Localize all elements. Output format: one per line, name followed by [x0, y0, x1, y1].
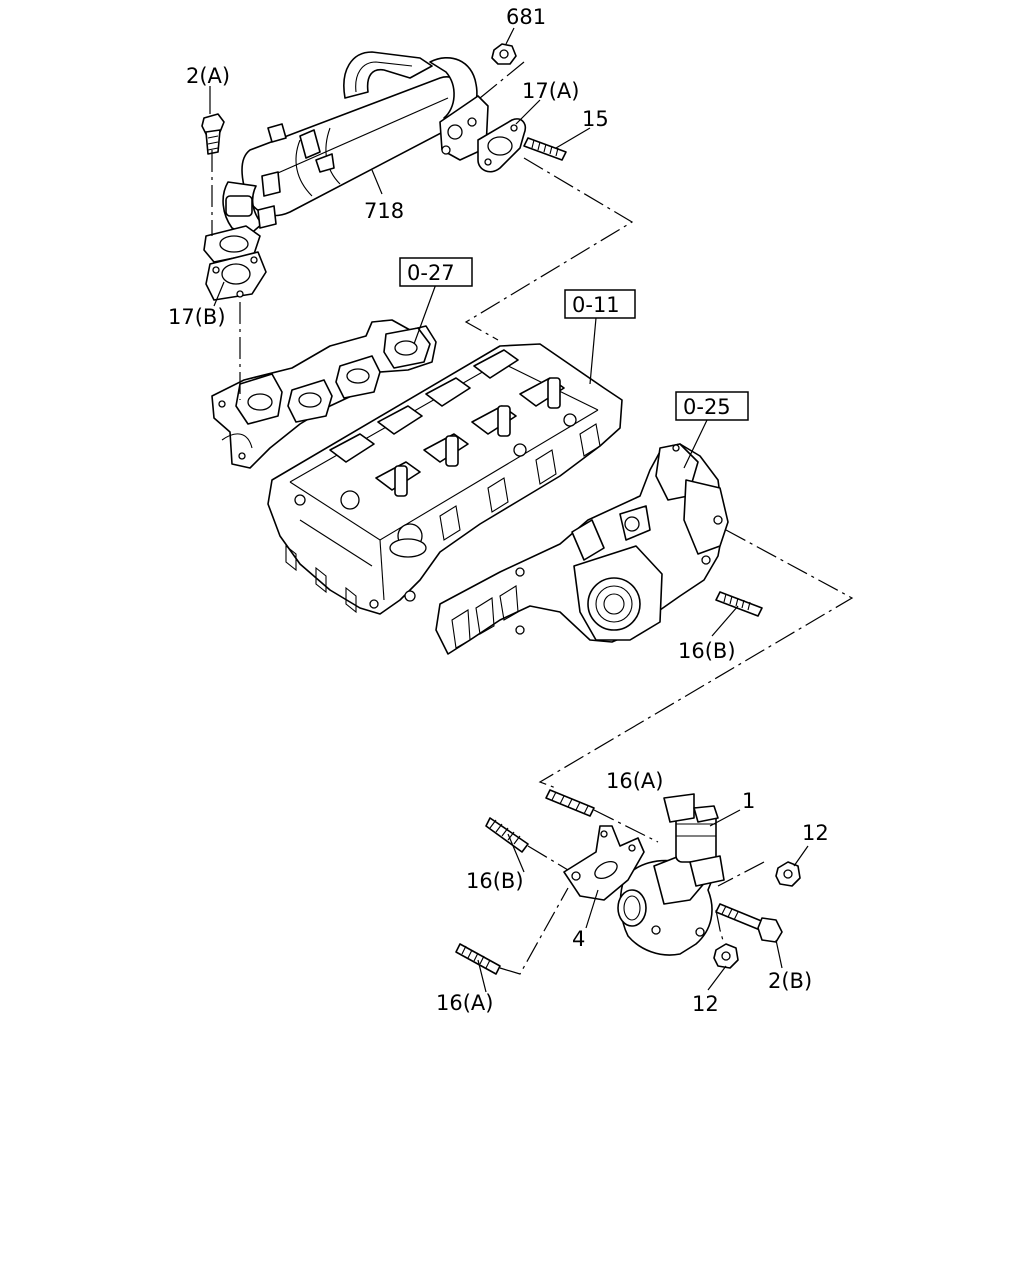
- assembly-lines: [211, 61, 854, 975]
- label-17a: 17(A): [522, 79, 579, 103]
- stud-16b-lower: [485, 817, 529, 853]
- stud-15: [523, 137, 567, 161]
- leader-lines: [209, 27, 809, 993]
- label-12-bottom: 12: [692, 992, 719, 1016]
- exhaust-manifold: [211, 319, 437, 469]
- label-2b: 2(B): [768, 969, 812, 993]
- label-16a-top: 16(A): [606, 769, 663, 793]
- stud-16a-bottom: [455, 943, 501, 975]
- ref-label-0-25: 0-25: [683, 395, 731, 419]
- label-718: 718: [364, 199, 404, 223]
- stud-16b-upper: [715, 591, 763, 617]
- nut-12-right: [775, 861, 801, 887]
- label-16b-lower: 16(B): [466, 869, 524, 893]
- ref-box-0-25: 0-25: [675, 391, 749, 421]
- label-15: 15: [582, 107, 609, 131]
- bolt-2b: [715, 903, 783, 943]
- ref-box-0-11: 0-11: [564, 289, 636, 319]
- label-16a-bottom: 16(A): [436, 991, 493, 1015]
- gasket-4: [563, 825, 645, 901]
- nut-12-bottom: [713, 943, 739, 969]
- egr-valve: [617, 793, 725, 956]
- label-681: 681: [506, 5, 546, 29]
- stud-16a-top: [545, 789, 595, 817]
- label-17b: 17(B): [168, 305, 226, 329]
- gasket-17a: [477, 118, 527, 173]
- bolt-2a: [201, 113, 225, 155]
- ref-label-0-27: 0-27: [407, 261, 455, 285]
- nut-681: [491, 43, 517, 65]
- label-4: 4: [572, 927, 585, 951]
- cylinder-head: [267, 343, 623, 615]
- label-1: 1: [742, 789, 755, 813]
- label-12-right: 12: [802, 821, 829, 845]
- part-labels: 681 2(A) 17(A) 15 718 17(B) 16(B) 16(A) …: [168, 5, 829, 1016]
- label-2a: 2(A): [186, 64, 230, 88]
- egr-cooler: [203, 51, 489, 263]
- ref-label-0-11: 0-11: [572, 293, 620, 317]
- label-16b-upper: 16(B): [678, 639, 736, 663]
- ref-box-0-27: 0-27: [399, 257, 473, 287]
- intake-manifold: [435, 443, 729, 655]
